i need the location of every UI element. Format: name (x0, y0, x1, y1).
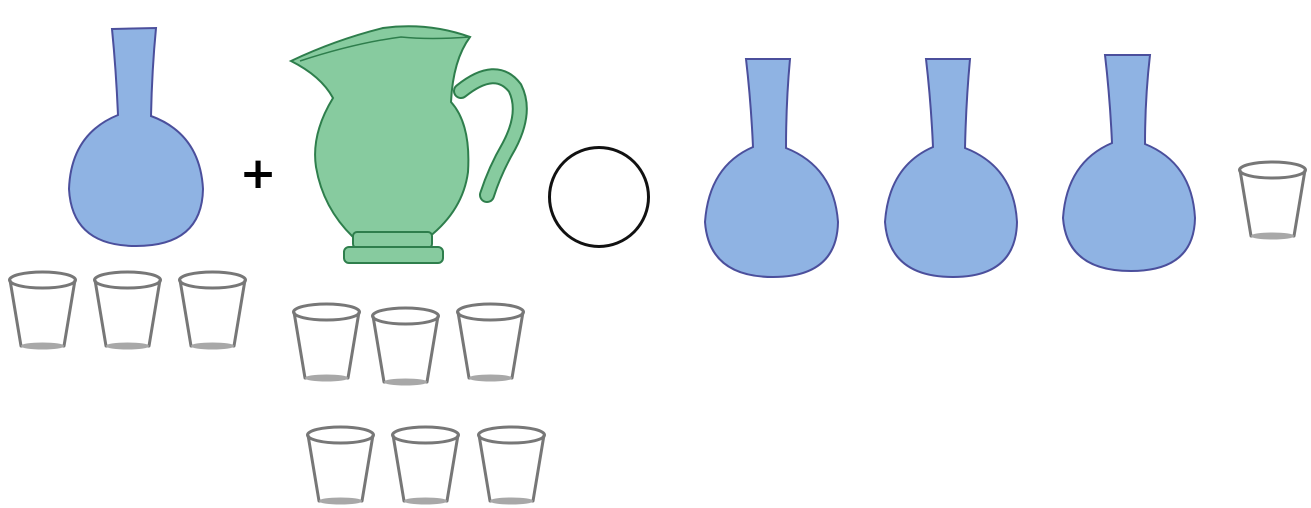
pitcher-icon (285, 20, 535, 270)
cup-icon (455, 302, 527, 384)
cup-icon (92, 270, 164, 352)
cup-icon (7, 270, 79, 352)
cup-icon (291, 302, 363, 384)
comparison-circle[interactable] (548, 146, 650, 248)
cup-icon (305, 425, 377, 507)
cup-icon (390, 425, 462, 507)
cup-icon (1237, 160, 1309, 242)
vase-icon (692, 56, 857, 291)
cup-icon (370, 306, 442, 388)
vase-icon (50, 24, 215, 259)
plus-sign: + (238, 146, 278, 202)
vase-icon (1047, 52, 1212, 287)
cup-icon (177, 270, 249, 352)
cup-icon (476, 425, 548, 507)
vase-icon (868, 56, 1033, 291)
